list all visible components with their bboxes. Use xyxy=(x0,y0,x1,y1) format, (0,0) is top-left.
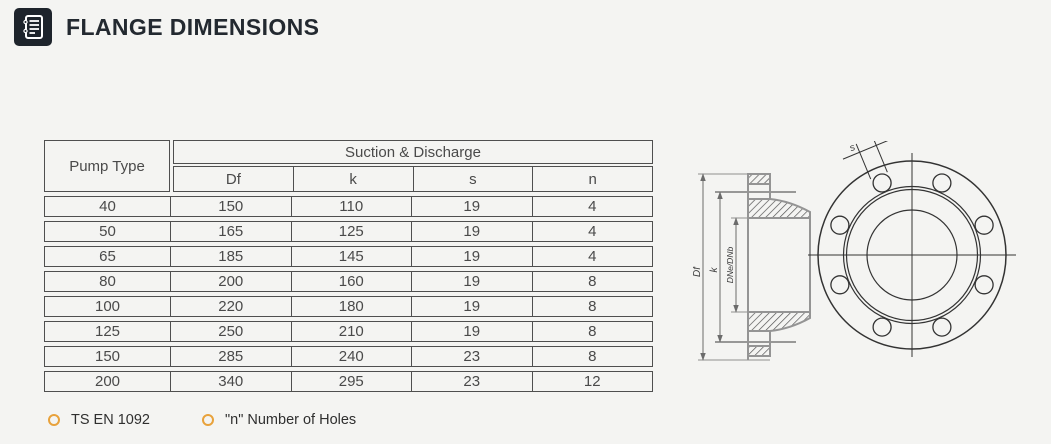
s-cell: 19 xyxy=(411,272,532,291)
note-holes: "n" Number of Holes xyxy=(202,412,356,428)
df-cell: 220 xyxy=(170,297,291,316)
dimension-df: Df xyxy=(692,173,706,361)
df-cell: 250 xyxy=(170,322,291,341)
pump-type-cell: 200 xyxy=(94,373,121,390)
spec-sheet-icon xyxy=(14,8,52,46)
bolt-hole xyxy=(830,275,850,295)
bolt-hole xyxy=(974,275,994,295)
df-dimension-label: Df xyxy=(693,266,703,277)
raised-face-inner-circle xyxy=(845,188,979,322)
bolt-hole xyxy=(932,317,952,337)
note-holes-label: "n" Number of Holes xyxy=(225,412,357,428)
s-cell: 19 xyxy=(411,247,532,266)
df-cell: 165 xyxy=(170,222,291,241)
s-cell: 19 xyxy=(411,297,532,316)
n-cell: 8 xyxy=(531,347,653,366)
raised-face-outer-circle xyxy=(842,185,982,325)
pump-type-cell: 65 xyxy=(99,248,116,265)
pump-type-cell: 50 xyxy=(99,223,116,240)
dimension-bore: DNe/DNb xyxy=(725,217,739,313)
table-row: 150 285 240 23 8 xyxy=(44,346,653,367)
df-cell: 285 xyxy=(170,347,291,366)
k-cell: 210 xyxy=(290,322,412,341)
k-cell: 180 xyxy=(290,297,412,316)
s-cell: 19 xyxy=(411,222,532,241)
n-cell: 12 xyxy=(531,372,653,391)
note-standard: TS EN 1092 xyxy=(48,412,150,428)
dimension-s: s xyxy=(842,136,894,180)
s-cell: 19 xyxy=(411,197,532,216)
df-cell: 150 xyxy=(170,197,291,216)
bolt-hole xyxy=(872,317,892,337)
s-cell: 23 xyxy=(411,372,532,391)
bolt-holes xyxy=(830,173,994,337)
flange-dimensions-table: Pump Type Suction & Discharge Df k s n 4… xyxy=(44,140,653,392)
n-cell: 4 xyxy=(531,197,653,216)
note-standard-label: TS EN 1092 xyxy=(71,412,150,428)
k-cell: 240 xyxy=(290,347,412,366)
df-cell: 340 xyxy=(170,372,291,391)
bullet-ring-icon xyxy=(48,414,60,426)
df-cell: 200 xyxy=(170,272,291,291)
pump-type-cell: 150 xyxy=(94,348,121,365)
column-header-pump-type: Pump Type xyxy=(44,140,170,192)
k-cell: 295 xyxy=(290,372,412,391)
bolt-hole xyxy=(974,215,994,235)
column-header-df: Df xyxy=(225,170,241,188)
table-row: 40 150 110 19 4 xyxy=(44,196,653,217)
bolt-hole xyxy=(830,215,850,235)
k-cell: 145 xyxy=(290,247,412,266)
flange-cross-section xyxy=(747,173,811,357)
n-cell: 4 xyxy=(531,222,653,241)
n-cell: 4 xyxy=(531,247,653,266)
flange-outer-circle xyxy=(817,160,1007,350)
table-row: 80 200 160 19 8 xyxy=(44,271,653,292)
flange-drawing-svg: Df k DNe/DNb xyxy=(692,136,1016,361)
bore-dimension-label: DNe/DNb xyxy=(725,247,735,284)
column-group-header-suction-discharge: Suction & Discharge xyxy=(173,140,653,164)
pump-type-cell: 100 xyxy=(94,298,121,315)
n-cell: 8 xyxy=(531,272,653,291)
bolt-hole xyxy=(872,173,892,193)
top-rim-section xyxy=(747,173,771,185)
k-cell: 160 xyxy=(290,272,412,291)
s-cell: 19 xyxy=(411,322,532,341)
bore-circle xyxy=(866,209,958,301)
dimension-k: k xyxy=(709,191,723,343)
k-dimension-label: k xyxy=(709,267,720,273)
df-cell: 185 xyxy=(170,247,291,266)
k-cell: 110 xyxy=(290,197,412,216)
bolt-hole xyxy=(932,173,952,193)
s-dimension-label: s xyxy=(848,142,857,154)
n-cell: 8 xyxy=(531,322,653,341)
flange-front-view: s xyxy=(808,136,1016,357)
page-header: FLANGE DIMENSIONS xyxy=(14,8,319,46)
table-header: Pump Type Suction & Discharge Df k s n xyxy=(44,140,653,192)
s-cell: 23 xyxy=(411,347,532,366)
table-row: 125 250 210 19 8 xyxy=(44,321,653,342)
pump-type-cell: 40 xyxy=(99,198,116,215)
bottom-body-section xyxy=(747,311,811,332)
bullet-ring-icon xyxy=(202,414,214,426)
table-row: 200 340 295 23 12 xyxy=(44,371,653,392)
flange-technical-drawing: Df k DNe/DNb xyxy=(692,136,1033,386)
top-body-section xyxy=(747,198,811,219)
k-cell: 125 xyxy=(290,222,412,241)
footnotes: TS EN 1092 "n" Number of Holes xyxy=(48,412,356,428)
pump-type-cell: 125 xyxy=(94,323,121,340)
n-cell: 8 xyxy=(531,297,653,316)
bottom-rim-section xyxy=(747,345,771,357)
table-row: 100 220 180 19 8 xyxy=(44,296,653,317)
column-header-s: s xyxy=(412,167,533,191)
column-header-n: n xyxy=(532,167,652,191)
flange-section-view: Df k DNe/DNb xyxy=(692,173,811,361)
pump-type-cell: 80 xyxy=(99,273,116,290)
table-row: 50 165 125 19 4 xyxy=(44,221,653,242)
sub-header-row: Df k s n xyxy=(173,166,653,192)
page-title: FLANGE DIMENSIONS xyxy=(66,13,320,40)
column-header-k: k xyxy=(292,167,413,191)
table-row: 65 185 145 19 4 xyxy=(44,246,653,267)
